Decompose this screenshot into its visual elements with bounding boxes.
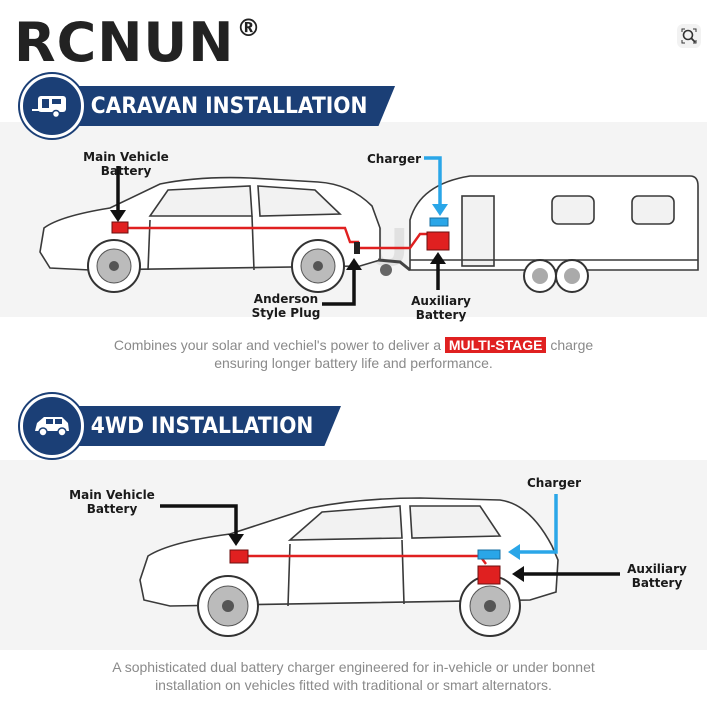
label-4wd-charger: Charger (526, 476, 581, 490)
caravan-caption: Combines your solar and vechiel's power … (0, 336, 707, 372)
label-4wd-main-battery: Main Vehicle Battery (62, 488, 162, 516)
caravan-wheel-1 (523, 259, 557, 293)
label-aux-line2: Battery (415, 308, 467, 322)
pointer-fourwd-aux (512, 566, 620, 582)
car-wheel-rear (291, 239, 345, 293)
pointer-charger (424, 156, 448, 216)
fourwd-caption-line1: A sophisticated dual battery charger eng… (112, 659, 595, 675)
fourwd-banner: 4WD INSTALLATION (20, 394, 366, 458)
fourwd-charger-marker (477, 549, 501, 560)
vehicle-wheel-front (197, 575, 259, 637)
pointer-fourwd-charger (508, 494, 558, 560)
multi-stage-highlight: MULTI-STAGE (444, 337, 547, 353)
caption-text-before: Combines your solar and vechiel's power … (113, 337, 441, 353)
pointer-main-battery (110, 166, 126, 222)
pointer-aux (430, 252, 446, 290)
fourwd-heading: 4WD INSTALLATION (54, 406, 341, 446)
main-battery-marker (111, 221, 129, 234)
label-auxiliary-battery: Auxiliary Battery (406, 294, 476, 322)
label-4wd-aux-battery: Auxiliary Battery (622, 562, 692, 590)
label-charger: Charger (366, 152, 421, 166)
anderson-plug-marker (354, 242, 360, 254)
fourwd-caption: A sophisticated dual battery charger eng… (0, 658, 707, 694)
caravan-icon (20, 74, 84, 138)
fourwd-diagram: RCNUN (139, 494, 620, 637)
caravan-heading: CARAVAN INSTALLATION (54, 86, 395, 126)
fourwd-main-battery-marker (229, 549, 249, 564)
vehicle-wheel-rear (459, 575, 521, 637)
label-4wd-main-line2: Battery (86, 502, 138, 516)
car-wheel-front (87, 239, 141, 293)
pointer-fourwd-main (160, 504, 244, 546)
caravan-banner: CARAVAN INSTALLATION (20, 74, 425, 138)
caravan-caption-line2: ensuring longer battery life and perform… (214, 355, 493, 371)
label-anderson-plug: Anderson Style Plug (246, 292, 326, 320)
brand-name: RCNUN (14, 11, 235, 74)
label-anderson-line1: Anderson (253, 292, 319, 306)
aux-battery-marker (426, 231, 450, 251)
caption-text-after: charge (550, 337, 594, 353)
charger-marker (429, 217, 449, 227)
caravan-wheel-2 (555, 259, 589, 293)
pointer-anderson (322, 258, 362, 306)
fourwd-caption-line2: installation on vehicles fitted with tra… (155, 677, 552, 693)
vehicle-outline (139, 497, 559, 607)
suv-icon (20, 394, 84, 458)
caravan-outline (409, 175, 699, 271)
label-4wd-main-line1: Main Vehicle (69, 488, 155, 502)
fourwd-aux-battery-marker (477, 565, 501, 585)
label-4wd-aux-line1: Auxiliary (627, 562, 687, 576)
brand-logo: RCNUN® (14, 4, 261, 73)
label-4wd-aux-line2: Battery (631, 576, 683, 590)
label-anderson-line2: Style Plug (251, 306, 321, 320)
label-main-vehicle-battery: Main Vehicle Battery (83, 150, 169, 178)
caravan-caption-line1: Combines your solar and vechiel's power … (0, 336, 707, 354)
label-aux-line1: Auxiliary (411, 294, 471, 308)
visual-search-icon[interactable] (677, 24, 701, 48)
registered-mark: ® (236, 14, 262, 42)
caravan-diagram: RCNUN (39, 156, 699, 306)
